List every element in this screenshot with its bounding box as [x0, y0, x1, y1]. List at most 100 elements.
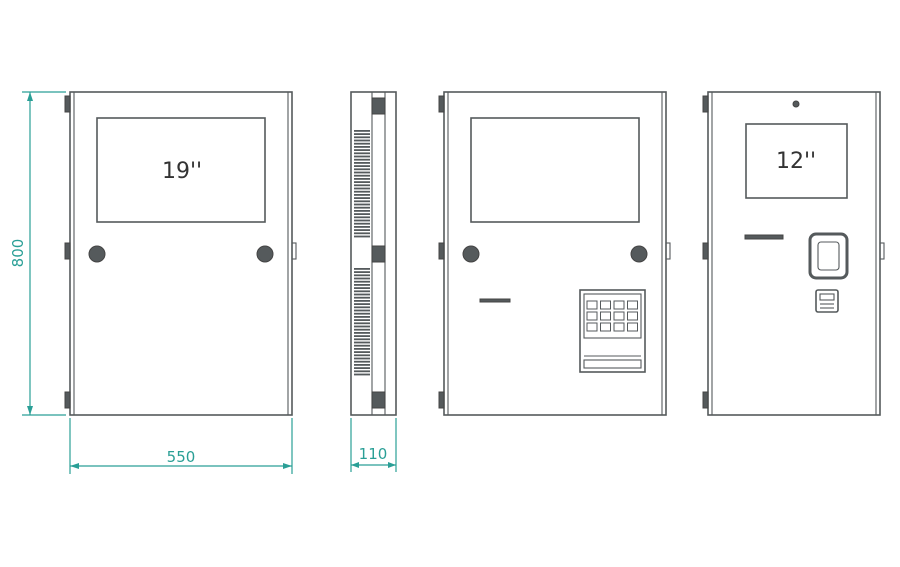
card-slot — [479, 298, 511, 303]
vent-slot — [354, 354, 370, 357]
lock-circle — [256, 245, 274, 263]
vent-slot — [354, 184, 370, 187]
side-outline — [350, 91, 397, 416]
dimension-height: 800 — [9, 91, 66, 416]
vent-slot — [354, 348, 370, 350]
keypad-key — [627, 322, 638, 332]
vent-slot — [354, 146, 370, 148]
vent-slot — [354, 133, 370, 135]
vent-slot — [354, 364, 370, 366]
screen-size-label: 19'' — [162, 159, 202, 184]
vent-slot — [354, 235, 370, 238]
vent-slot — [354, 187, 370, 190]
vent-slot — [354, 136, 370, 139]
hinge — [64, 95, 71, 113]
hinge — [702, 391, 709, 409]
fingerprint-reader — [815, 289, 839, 313]
vent-slot — [354, 165, 370, 167]
dimension-depth: 110 — [350, 418, 397, 472]
screen — [470, 117, 640, 223]
hinge — [702, 95, 709, 113]
vent-slot — [354, 152, 370, 155]
keypad-key — [627, 311, 638, 321]
vent-slot — [354, 174, 370, 177]
keypad-key — [600, 311, 611, 321]
vent-slot — [354, 322, 370, 325]
vent-slot — [354, 303, 370, 305]
lock-circle — [630, 245, 648, 263]
vent-slot — [354, 280, 370, 283]
vent-slot — [354, 190, 370, 193]
vent-slot — [354, 309, 370, 312]
vent-slots-upper — [354, 130, 370, 238]
card-slot — [744, 234, 784, 240]
vent-slot — [354, 178, 370, 180]
vent-slot — [354, 367, 370, 369]
depth-label: 110 — [359, 445, 388, 463]
keypad-key — [600, 300, 611, 310]
vent-slot — [354, 229, 370, 231]
vent-slot — [354, 300, 370, 302]
vent-slot — [354, 206, 370, 209]
keypad-key — [586, 300, 598, 310]
lock-circle — [88, 245, 106, 263]
keypad-keys — [586, 300, 638, 332]
keypad-key — [627, 300, 638, 310]
vent-slots-lower — [354, 268, 370, 376]
screen-12-inch — [745, 123, 848, 199]
vent-slot — [354, 213, 370, 215]
vent-slot — [354, 219, 370, 222]
vent-slot — [354, 271, 370, 273]
screen-19-inch — [96, 117, 266, 223]
screen-size-label: 12'' — [776, 149, 816, 174]
vent-slot — [354, 370, 370, 373]
vent-slot — [354, 168, 370, 171]
hinge — [64, 391, 71, 409]
keypad-key — [613, 322, 625, 332]
side-view — [350, 91, 397, 416]
vent-slot — [354, 139, 370, 142]
front-view-keypad — [438, 91, 671, 416]
vent-slot — [354, 268, 370, 270]
vent-slot — [354, 232, 370, 235]
vent-slot — [354, 226, 370, 228]
vent-slot — [354, 341, 370, 344]
vent-slot — [354, 210, 370, 212]
hinge — [438, 95, 445, 113]
vent-slot — [354, 316, 370, 318]
hinge — [438, 242, 445, 260]
vent-slot — [354, 197, 370, 199]
vent-slot — [354, 338, 370, 341]
vent-slot — [354, 284, 370, 286]
keypad-unit — [579, 289, 646, 373]
hinge — [371, 245, 386, 263]
vent-slot — [354, 155, 370, 158]
vent-slot — [354, 335, 370, 337]
vent-slot — [354, 293, 370, 296]
vent-slot — [354, 373, 370, 376]
vent-slot — [354, 222, 370, 225]
hinge — [438, 391, 445, 409]
keypad-key — [586, 322, 598, 332]
vent-slot — [354, 142, 370, 145]
hinge — [702, 242, 709, 260]
vent-slot — [354, 332, 370, 334]
vent-slot — [354, 328, 370, 331]
vent-slot — [354, 130, 370, 132]
card-reader — [808, 232, 849, 280]
vent-slot — [354, 181, 370, 183]
hinge — [64, 242, 71, 260]
lock-circle — [462, 245, 480, 263]
dimension-width: 550 — [69, 418, 293, 474]
front-view-12-inch: 12'' — [702, 91, 885, 416]
vent-slot — [354, 162, 370, 164]
keypad-key — [600, 322, 611, 332]
vent-slot — [354, 360, 370, 363]
hinge — [371, 391, 386, 409]
vent-slot — [354, 200, 370, 203]
cabinet-outline — [707, 91, 881, 416]
vent-slot — [354, 277, 370, 280]
vent-slot — [354, 274, 370, 277]
